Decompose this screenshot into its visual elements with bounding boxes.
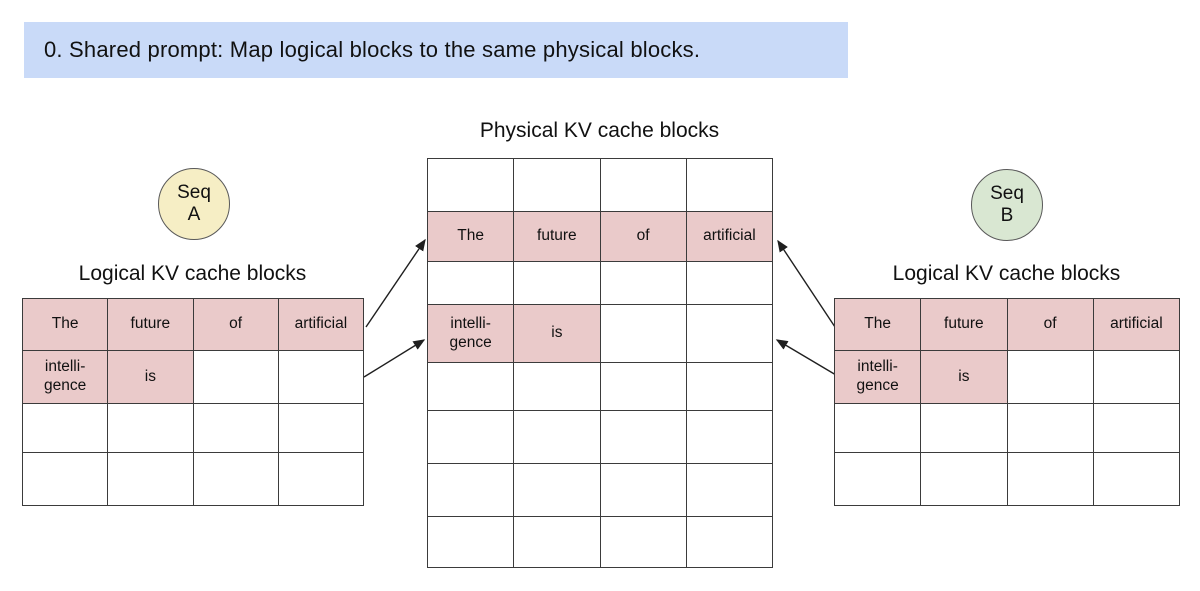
kv-cache-cell: The (23, 299, 109, 351)
kv-cache-cell (1093, 351, 1180, 404)
kv-cache-cell (428, 262, 515, 305)
kv-cache-cell (1007, 453, 1094, 506)
kv-cache-cell: is (921, 351, 1008, 404)
kv-cache-cell (686, 305, 773, 363)
kv-cache-cell (686, 464, 773, 517)
kv-cache-cell (600, 305, 687, 363)
kv-cache-cell (278, 404, 364, 453)
seq-a-badge: Seq A (158, 168, 230, 240)
kv-cache-cell: The (835, 299, 922, 351)
arrow-seq-a-row1-icon (365, 238, 426, 328)
kv-cache-cell (108, 453, 194, 506)
kv-cache-cell (600, 411, 687, 464)
kv-cache-cell (428, 411, 515, 464)
kv-cache-cell (1093, 404, 1180, 453)
kv-cache-cell (686, 159, 773, 212)
kv-cache-cell: intelli- gence (835, 351, 922, 404)
kv-cache-cell (686, 363, 773, 411)
kv-cache-cell: is (514, 305, 601, 363)
kv-cache-cell (600, 464, 687, 517)
title-banner: 0. Shared prompt: Map logical blocks to … (24, 22, 848, 78)
physical-table-label: Physical KV cache blocks (479, 119, 720, 142)
kv-cache-cell (278, 351, 364, 404)
kv-cache-cell: of (1007, 299, 1094, 351)
kv-cache-cell (600, 363, 687, 411)
logical-table-a-label: Logical KV cache blocks (78, 262, 307, 285)
kv-cache-cell (193, 453, 279, 506)
seq-b-label-line1: Seq (990, 182, 1024, 204)
kv-cache-cell (600, 262, 687, 305)
kv-cache-cell (428, 363, 515, 411)
arrow-seq-b-row1-icon (777, 239, 836, 328)
kv-cache-cell (23, 404, 109, 453)
kv-cache-cell: of (600, 212, 687, 262)
logical-table-b-label: Logical KV cache blocks (892, 262, 1121, 285)
kv-cache-cell (514, 517, 601, 568)
kv-cache-cell (1007, 404, 1094, 453)
seq-a-label-line1: Seq (177, 181, 211, 203)
kv-cache-cell (686, 262, 773, 305)
kv-cache-cell (1007, 351, 1094, 404)
kv-cache-cell (428, 464, 515, 517)
kv-cache-cell (23, 453, 109, 506)
kv-cache-cell (428, 517, 515, 568)
kv-cache-cell (108, 404, 194, 453)
seq-a-label-line2: A (187, 204, 201, 225)
kv-cache-cell (921, 453, 1008, 506)
kv-cache-cell (835, 404, 922, 453)
kv-cache-cell (686, 411, 773, 464)
kv-cache-cell (686, 517, 773, 568)
kv-cache-cell (278, 453, 364, 506)
kv-cache-cell (428, 159, 515, 212)
kv-cache-cell (600, 159, 687, 212)
arrow-seq-a-row2-icon (363, 339, 426, 378)
kv-cache-cell: of (193, 299, 279, 351)
kv-cache-cell: artificial (1093, 299, 1180, 351)
kv-cache-cell: future (108, 299, 194, 351)
kv-cache-cell (514, 159, 601, 212)
arrow-seq-b-row2-icon (775, 339, 837, 376)
kv-cache-cell: future (514, 212, 601, 262)
kv-cache-cell: The (428, 212, 515, 262)
kv-cache-cell (193, 404, 279, 453)
seq-b-label-line2: B (1000, 205, 1014, 226)
kv-cache-cell (600, 517, 687, 568)
kv-cache-cell (835, 453, 922, 506)
kv-cache-cell (514, 262, 601, 305)
seq-b-badge: Seq B (971, 169, 1043, 241)
kv-cache-cell (921, 404, 1008, 453)
kv-cache-cell (514, 464, 601, 517)
kv-cache-cell: intelli- gence (23, 351, 109, 404)
kv-cache-cell (193, 351, 279, 404)
kv-cache-cell (514, 411, 601, 464)
title-text: 0. Shared prompt: Map logical blocks to … (44, 37, 701, 62)
kv-cache-cell (514, 363, 601, 411)
kv-cache-cell: is (108, 351, 194, 404)
kv-cache-cell: future (921, 299, 1008, 351)
kv-cache-cell: artificial (686, 212, 773, 262)
kv-cache-cell (1093, 453, 1180, 506)
kv-cache-cell: artificial (278, 299, 364, 351)
kv-cache-cell: intelli- gence (428, 305, 515, 363)
